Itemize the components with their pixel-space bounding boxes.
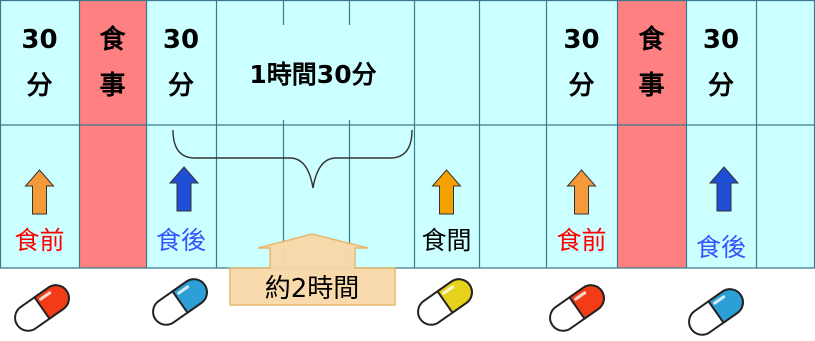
callout-box bbox=[229, 233, 396, 306]
span-label: 1時間30分 bbox=[249, 60, 376, 89]
capsule-cap bbox=[707, 288, 744, 325]
grid-cell-bottom bbox=[756, 125, 815, 268]
capsule-icon bbox=[417, 278, 473, 326]
timing-label: 食前 bbox=[14, 226, 64, 255]
grid-cell-top bbox=[617, 0, 686, 125]
timing-label: 食前 bbox=[556, 226, 606, 255]
timing-arrow-icon bbox=[708, 166, 740, 212]
grid-cell-top bbox=[0, 0, 79, 125]
timing-arrow-icon bbox=[566, 169, 597, 215]
grid-cell-top bbox=[756, 0, 815, 125]
capsule-highlight bbox=[713, 295, 726, 305]
capsule-icon bbox=[549, 284, 605, 332]
grid-cell-top bbox=[414, 0, 479, 125]
timing-arrow-icon bbox=[431, 169, 462, 215]
grid-cell-top bbox=[146, 0, 216, 125]
capsule-highlight bbox=[574, 291, 587, 301]
span-label-background bbox=[218, 25, 412, 120]
capsule-cap bbox=[568, 284, 605, 321]
capsule-icon bbox=[14, 284, 70, 332]
capsule-highlight bbox=[442, 285, 455, 295]
grid-cell-top bbox=[686, 0, 756, 125]
timing-arrow-icon-shape bbox=[708, 166, 740, 212]
meal-label: 食事 bbox=[99, 24, 126, 101]
grid-cell-top bbox=[479, 0, 546, 125]
grid-cell-top bbox=[79, 0, 146, 125]
grid-cell-top bbox=[546, 0, 617, 125]
capsule-cap bbox=[436, 278, 473, 315]
capsule-highlight bbox=[39, 291, 52, 301]
timing-arrow-icon bbox=[168, 166, 200, 212]
grid-cell-bottom bbox=[479, 125, 546, 268]
timing-arrow-icon bbox=[24, 169, 55, 215]
timing-arrow-icon-shape bbox=[566, 169, 597, 215]
capsule-cap bbox=[33, 284, 70, 321]
capsule-highlight bbox=[177, 285, 190, 295]
capsule-icon bbox=[688, 288, 744, 336]
callout-text: 約2時間 bbox=[265, 274, 360, 304]
capsule-cap bbox=[171, 278, 208, 315]
capsule-icon bbox=[152, 278, 208, 326]
meal-label: 食事 bbox=[638, 24, 665, 101]
timing-arrow-icon-shape bbox=[168, 166, 200, 212]
timing-arrow-icon-shape bbox=[431, 169, 462, 215]
timing-label: 食後 bbox=[156, 226, 206, 255]
grid-cell-bottom bbox=[349, 125, 414, 268]
timing-label: 食間 bbox=[421, 226, 471, 255]
grid-cell-bottom bbox=[617, 125, 686, 268]
timing-label: 食後 bbox=[696, 233, 746, 262]
span-brace bbox=[172, 129, 413, 189]
grid-cell-bottom bbox=[79, 125, 146, 268]
timing-arrow-icon-shape bbox=[24, 169, 55, 215]
